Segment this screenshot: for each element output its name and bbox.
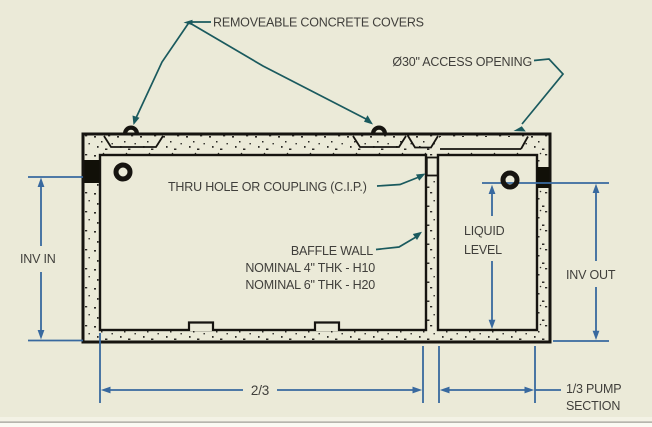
label-two-thirds: 2/3 [251,383,269,398]
label-level: LEVEL [464,243,502,257]
baffle-leader-arrow [412,231,422,240]
label-inv-in: INV IN [20,252,56,266]
label-liquid: LIQUID [464,224,505,238]
floor-keyway-right [313,321,341,331]
label-baffle-wall: BAFFLE WALL [291,244,373,258]
two-thirds-arrow-right [412,386,423,394]
baffle-leader [375,236,417,251]
thru-hole-left [113,162,133,182]
label-access-opening: Ø30" ACCESS OPENING [392,55,532,69]
inv-out-arrow-down [592,330,600,340]
liquid-level-arrow-up [488,184,496,194]
access-leader-arrow [513,126,526,132]
access-cover-chamfer [520,136,529,150]
thru-hole-leader-arrow [416,173,426,181]
floor-keyway-left [187,321,215,331]
access-leader [521,58,565,125]
lifting-lug-right [371,125,387,134]
label-inv-out: INV OUT [566,268,616,282]
cover-joint-keystone [407,135,439,149]
lifting-lug-left [123,125,139,134]
one-third-arrow-right [524,386,535,394]
footer-margin [0,423,652,427]
inv-in-arrow-down [37,330,45,340]
inlet-port [84,160,100,183]
pump-chamber [436,153,539,332]
liquid-level-arrow-down [488,319,496,329]
footer-rule [0,421,652,423]
cover-joint-left [103,135,164,148]
one-third-arrow-left [439,386,450,394]
label-removeable-covers: REMOVEABLE CONCRETE COVERS [213,16,424,30]
label-baffle-nominal-4: NOMINAL 4" THK - H10 [245,261,375,275]
access-cover-blank [440,137,522,153]
inlet-chamber [98,153,428,332]
covers-leader-branch-left [135,22,190,119]
cover-joint-middle [352,135,407,148]
label-thru-hole: THRU HOLE OR COUPLING (C.I.P.) [168,180,367,194]
thru-hole-right [500,170,520,190]
covers-leader-branch-right [188,21,367,120]
two-thirds-arrow-left [100,386,111,394]
thru-hole-leader [376,176,420,187]
inv-in-arrow-up [37,177,45,187]
label-pump-section-1: 1/3 PUMP [566,382,621,396]
outlet-port [537,167,550,188]
label-pump-section-2: SECTION [566,399,620,413]
baffle-coupling [425,156,439,177]
footer-strip [0,417,652,422]
covers-arrow-left-lug [132,115,140,125]
covers-arrow-right-lug [364,115,373,125]
inv-out-arrow-up [592,183,600,193]
label-baffle-nominal-6: NOMINAL 6" THK - H20 [245,278,375,292]
